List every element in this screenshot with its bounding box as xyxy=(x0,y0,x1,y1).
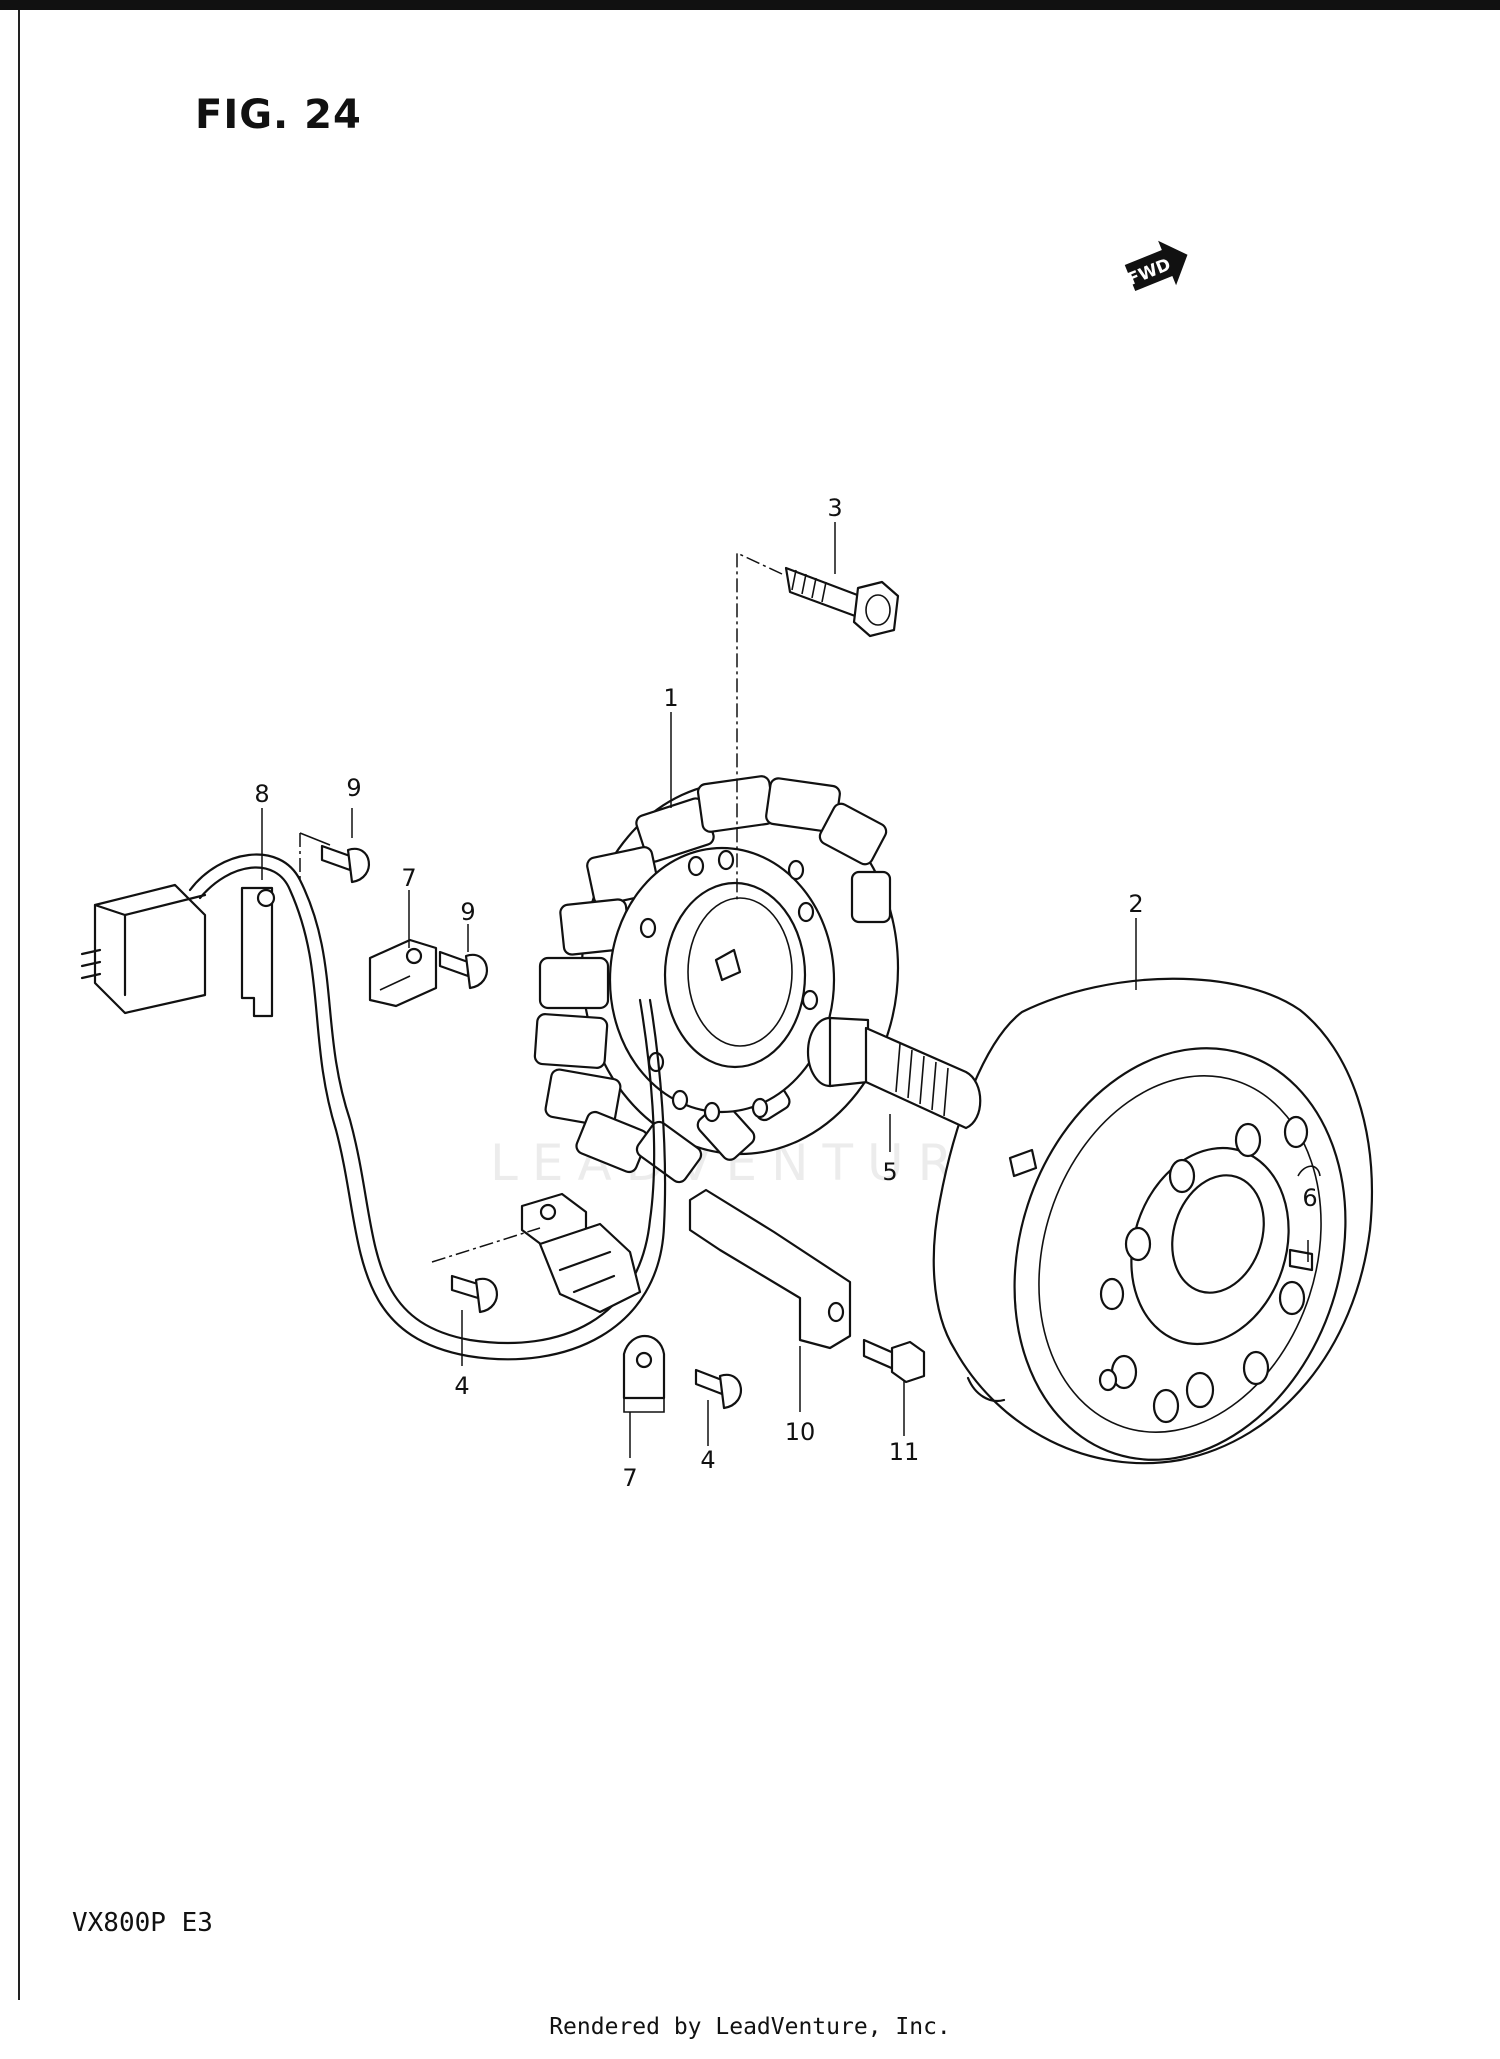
callout-leaders xyxy=(261,522,1309,1458)
pickup-bracket xyxy=(688,1188,852,1350)
top-border xyxy=(0,0,1500,10)
callout-11: 11 xyxy=(889,1438,920,1466)
woodruff-key xyxy=(1288,1165,1321,1272)
callout-4a: 4 xyxy=(454,1372,469,1400)
callout-4b: 4 xyxy=(700,1446,715,1474)
pickup-coil xyxy=(520,1192,642,1314)
callout-1: 1 xyxy=(663,684,678,712)
callout-8: 8 xyxy=(254,780,269,808)
rotor-bolt xyxy=(806,1016,982,1130)
wire-harness xyxy=(188,853,667,1361)
callout-9a: 9 xyxy=(346,774,361,802)
screw-9a xyxy=(320,844,370,884)
stator-coil xyxy=(533,775,900,1184)
model-code: VX800P E3 xyxy=(72,1908,213,1938)
callout-10: 10 xyxy=(785,1418,816,1446)
figure-title: FIG. 24 xyxy=(195,92,362,138)
fwd-arrow-icon: FWD xyxy=(1124,240,1188,291)
stator-bolt xyxy=(784,566,900,638)
wire-clamp-7a xyxy=(368,938,438,1008)
screw-4b xyxy=(694,1368,742,1410)
wire-clamp-7b xyxy=(622,1335,666,1413)
callout-9b: 9 xyxy=(460,898,475,926)
leader-screw-4a xyxy=(431,1227,541,1263)
callout-2: 2 xyxy=(1128,890,1143,918)
left-border xyxy=(18,10,20,2000)
rotor-flywheel xyxy=(932,977,1374,1465)
bracket-bolt xyxy=(862,1338,926,1384)
harness-connector xyxy=(80,883,276,1018)
callout-6: 6 xyxy=(1302,1184,1317,1212)
callout-7b: 7 xyxy=(622,1464,637,1492)
callout-3: 3 xyxy=(827,494,842,522)
callout-7a: 7 xyxy=(401,864,416,892)
leader-stator-bolt xyxy=(736,551,783,900)
screw-9b xyxy=(438,950,488,990)
screw-4a xyxy=(450,1274,498,1314)
callout-5: 5 xyxy=(882,1158,897,1186)
render-credit: Rendered by LeadVenture, Inc. xyxy=(549,2014,951,2040)
